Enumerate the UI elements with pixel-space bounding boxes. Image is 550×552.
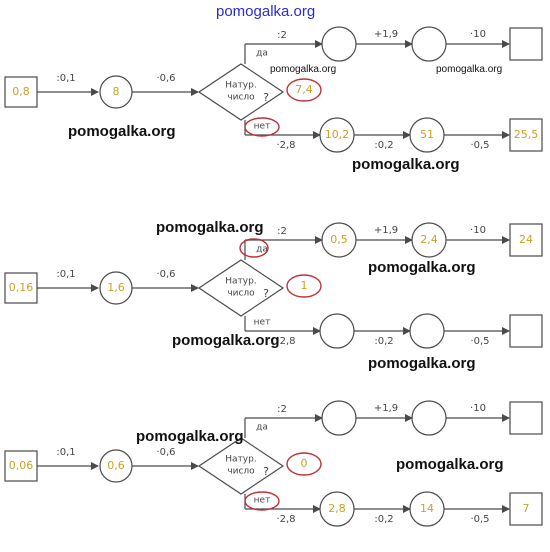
no-value-1: 10,2 xyxy=(325,128,350,141)
mid-value: 1,6 xyxy=(107,281,125,294)
decision-label: число xyxy=(227,93,255,103)
yes-result-box xyxy=(509,223,543,257)
op-label: ·10 xyxy=(470,29,486,40)
decision-mark: ? xyxy=(263,465,269,478)
watermark: pomogalka.org xyxy=(368,355,476,372)
yes-label: да xyxy=(256,49,268,59)
watermark: pomogalka.org xyxy=(172,332,280,349)
yes-mark xyxy=(239,238,269,258)
no-value-2: 14 xyxy=(420,502,434,515)
watermark: pomogalka.org xyxy=(396,456,504,473)
watermark: pomogalka.org xyxy=(216,3,316,20)
start-box xyxy=(4,450,38,482)
yes-result-value: 24 xyxy=(519,233,533,246)
yes-label: да xyxy=(256,245,268,255)
answer-value: 0 xyxy=(301,457,308,470)
start-value: 0,8 xyxy=(12,85,30,98)
watermark: pomogalka.org xyxy=(352,156,460,173)
decision-label: число xyxy=(227,289,255,299)
decision-diamond xyxy=(197,259,285,317)
yes-value-2: 2,4 xyxy=(420,233,438,246)
start-box xyxy=(4,76,38,108)
op-label: +1,9 xyxy=(374,225,398,236)
watermark: pomogalka.org xyxy=(368,259,476,276)
decision-label: число xyxy=(227,467,255,477)
answer-value: 1 xyxy=(301,279,308,292)
decision-label: Натур. xyxy=(225,81,256,91)
decision-diamond xyxy=(197,437,285,495)
op-label: ·2,8 xyxy=(276,514,295,525)
op-label: ·0,6 xyxy=(156,447,175,458)
start-box xyxy=(4,272,38,304)
op-label: ·0,6 xyxy=(156,269,175,280)
decision-label: Натур. xyxy=(225,455,256,465)
op-label: :0,2 xyxy=(374,140,393,151)
watermark: pomogalka.org xyxy=(156,219,264,236)
op-label: :0,1 xyxy=(56,269,75,280)
decision-mark: ? xyxy=(263,287,269,300)
no-label: нет xyxy=(254,122,271,132)
op-label: ·0,5 xyxy=(470,140,489,151)
op-label: ·0,5 xyxy=(470,336,489,347)
op-label: ·2,8 xyxy=(276,140,295,151)
no-circle-1 xyxy=(319,313,355,349)
yes-circle-1 xyxy=(321,26,357,62)
op-label: :2 xyxy=(277,226,287,237)
yes-label: да xyxy=(256,423,268,433)
no-label: нет xyxy=(254,496,271,506)
no-result-box xyxy=(509,118,543,152)
mid-value: 0,6 xyxy=(107,459,125,472)
decision-mark: ? xyxy=(263,91,269,104)
yes-result-box xyxy=(509,401,543,435)
watermark: pomogalka.org xyxy=(270,64,337,75)
op-label: ·0,6 xyxy=(156,73,175,84)
answer-mark xyxy=(286,78,322,102)
no-value-1: 2,8 xyxy=(328,502,346,515)
op-label: :2 xyxy=(277,30,287,41)
answer-mark xyxy=(286,452,322,476)
op-label: ·2,8 xyxy=(276,336,295,347)
op-label: :0,1 xyxy=(56,73,75,84)
op-label: +1,9 xyxy=(374,403,398,414)
watermark: pomogalka.org xyxy=(68,123,176,140)
no-mark xyxy=(244,117,280,137)
op-label: ·0,5 xyxy=(470,514,489,525)
op-label: ·10 xyxy=(470,403,486,414)
yes-circle-2 xyxy=(411,26,447,62)
decision-diamond xyxy=(197,63,285,121)
op-label: :0,1 xyxy=(56,447,75,458)
watermark: pomogalka.org xyxy=(436,64,503,75)
no-result-value: 7 xyxy=(523,502,530,515)
op-label: :0,2 xyxy=(374,514,393,525)
start-value: 0,06 xyxy=(9,459,34,472)
op-label: +1,9 xyxy=(374,29,398,40)
no-result-box xyxy=(509,314,543,348)
no-label: нет xyxy=(254,318,271,328)
yes-circle-1 xyxy=(321,400,357,436)
op-label: :2 xyxy=(277,404,287,415)
no-circle-2 xyxy=(409,313,445,349)
decision-label: Натур. xyxy=(225,277,256,287)
answer-value: 7,4 xyxy=(295,83,313,96)
yes-result-box xyxy=(509,27,543,61)
no-result-value: 25,5 xyxy=(514,128,539,141)
no-value-2: 51 xyxy=(420,128,434,141)
no-result-box xyxy=(509,492,543,526)
yes-value-1: 0,5 xyxy=(330,233,348,246)
op-label: ·10 xyxy=(470,225,486,236)
yes-circle-2 xyxy=(411,400,447,436)
start-value: 0,16 xyxy=(9,281,34,294)
no-mark xyxy=(244,491,280,511)
mid-value: 8 xyxy=(113,85,120,98)
watermark: pomogalka.org xyxy=(136,428,244,445)
answer-mark xyxy=(286,274,322,298)
op-label: :0,2 xyxy=(374,336,393,347)
